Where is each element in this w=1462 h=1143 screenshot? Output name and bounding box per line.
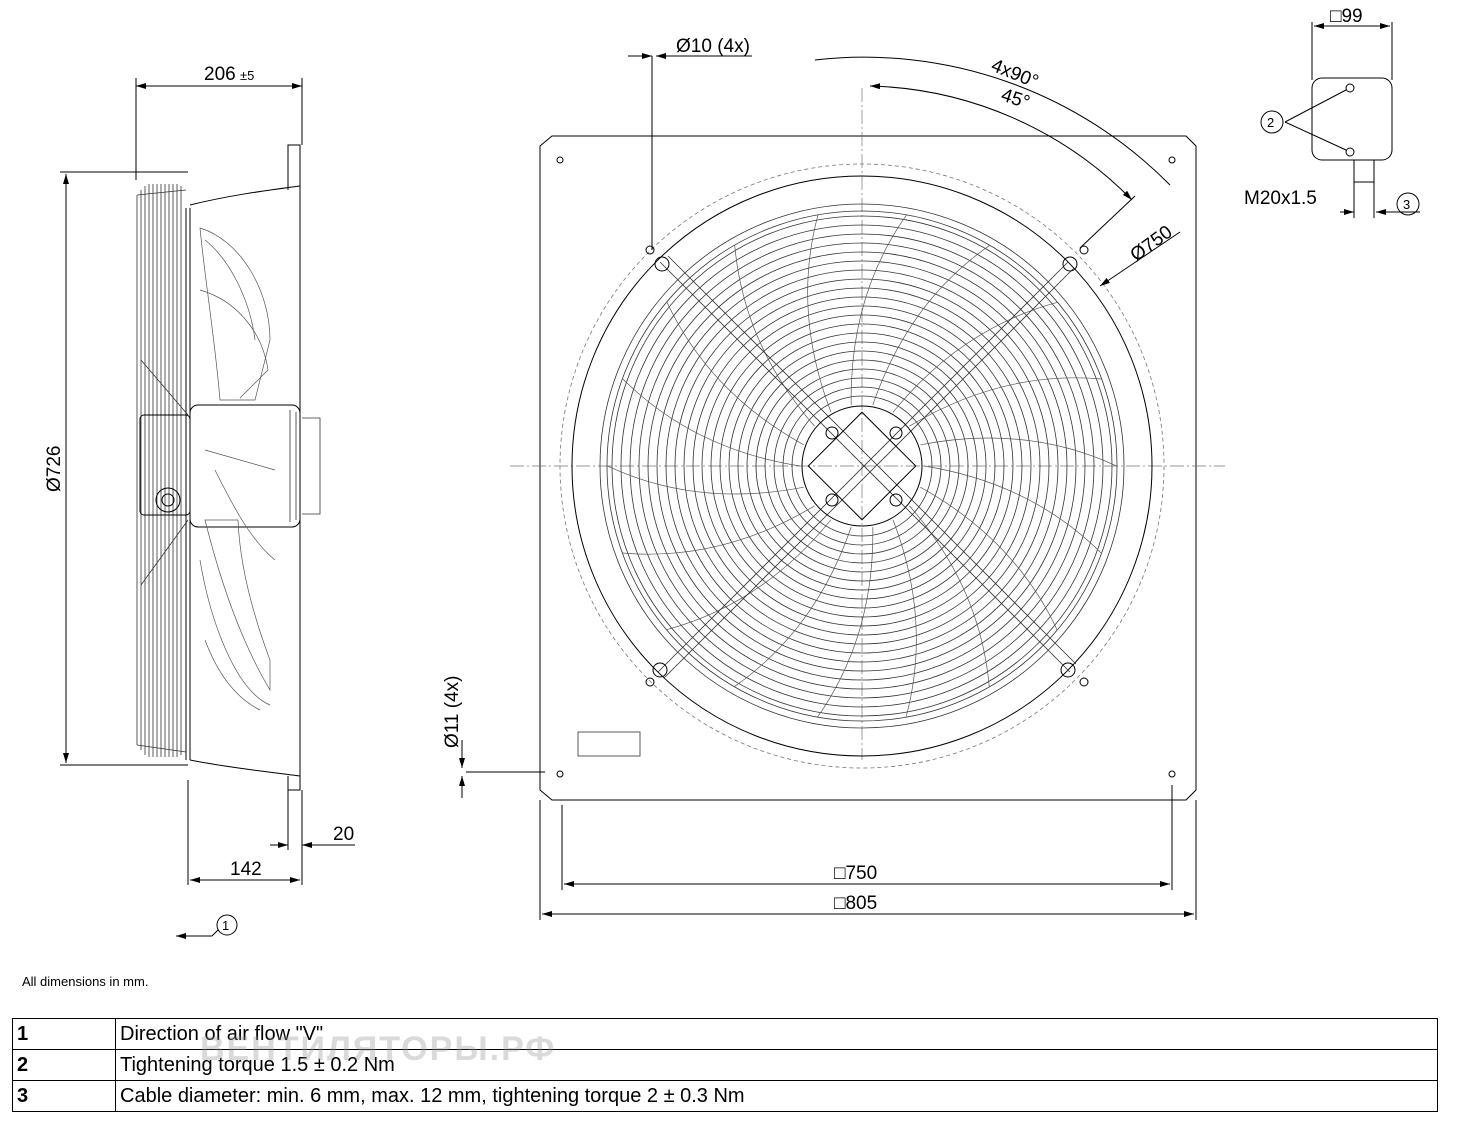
grille-ring — [728, 332, 996, 600]
legend-text: Cable diameter: min. 6 mm, max. 12 mm, t… — [115, 1080, 1438, 1112]
dim-box-99: □99 — [1330, 6, 1363, 27]
grille-spoke — [622, 505, 815, 555]
grille-ring — [611, 215, 1113, 717]
grille-ring — [674, 278, 1050, 654]
grille-spoke — [666, 301, 804, 446]
grille-ring — [683, 287, 1041, 645]
dim-depth-142: 142 — [230, 859, 262, 880]
dim-hole-11: Ø11 (4x) — [442, 675, 463, 748]
callout-1: 1 — [222, 918, 229, 933]
units-note: All dimensions in mm. — [22, 974, 149, 989]
grille-spoke — [734, 526, 852, 687]
dim-square-750: □750 — [834, 863, 877, 884]
grille-ring — [791, 395, 933, 537]
grille-ring — [755, 359, 969, 573]
dim-outer-diameter: Ø726 — [44, 446, 65, 492]
legend-row: 2 Tightening torque 1.5 ± 0.2 Nm — [12, 1049, 1438, 1081]
legend-row: 1 Direction of air flow "V" — [12, 1018, 1438, 1050]
grille-ring — [638, 242, 1086, 690]
grille-ring — [764, 368, 960, 564]
legend-text: Tightening torque 1.5 ± 0.2 Nm — [115, 1049, 1438, 1081]
technical-drawing: 206 ±5 Ø726 — [44, 6, 1420, 939]
legend-table: 1 Direction of air flow "V" 2 Tightening… — [12, 1018, 1438, 1112]
grille-spoke — [807, 214, 832, 413]
legend-num: 3 — [12, 1080, 116, 1112]
grille-ring — [692, 296, 1032, 636]
legend-num: 2 — [12, 1049, 116, 1081]
grille-ring — [773, 377, 951, 555]
dim-gland-thread: M20x1.5 — [1244, 188, 1317, 209]
side-view: 206 ±5 Ø726 — [44, 64, 355, 939]
dim-hole-10: Ø10 (4x) — [676, 36, 750, 57]
grille-ring — [665, 269, 1059, 663]
dim-flange-20: 20 — [333, 824, 354, 845]
terminal-box-view: □99 2 3 M20x1.5 — [1244, 6, 1420, 218]
front-view: Ø10 (4x) Ø11 (4x) 4x90° 45° Ø750 □750 □8… — [442, 36, 1225, 920]
grille-ring — [629, 233, 1095, 699]
grille-ring — [647, 251, 1077, 681]
grille-ring — [656, 260, 1068, 672]
legend-text: Direction of air flow "V" — [115, 1018, 1438, 1050]
legend-row: 3 Cable diameter: min. 6 mm, max. 12 mm,… — [12, 1080, 1438, 1112]
dim-ring-diameter: Ø750 — [1127, 222, 1177, 266]
grille-ring — [701, 305, 1023, 627]
grille-ring — [710, 314, 1014, 618]
grille-spoke — [606, 465, 804, 495]
dim-depth-206: 206 — [204, 64, 236, 85]
grille-ring — [719, 323, 1005, 609]
grille-ring — [746, 350, 978, 582]
grille-spoke — [909, 377, 1102, 427]
dim-square-805: □805 — [834, 893, 877, 914]
grille-spoke — [666, 519, 832, 631]
grille-ring — [782, 386, 942, 546]
callout-2: 2 — [1267, 115, 1274, 130]
watermark-text: ВЕНТИЛЯТОРЫ.РФ — [200, 1030, 557, 1068]
grille-spoke — [892, 519, 917, 718]
grille-spoke — [817, 527, 874, 718]
grille-spoke — [850, 214, 907, 405]
grille-ring — [620, 224, 1104, 708]
grille-spoke — [909, 505, 990, 688]
callout-3: 3 — [1403, 197, 1410, 212]
legend-num: 1 — [12, 1018, 116, 1050]
grille-spoke — [872, 245, 990, 406]
grille-spoke — [622, 378, 801, 467]
grille-spoke — [892, 301, 1058, 413]
grille-spoke — [920, 437, 1118, 467]
grille-spoke — [920, 486, 1058, 631]
grille-spoke — [923, 465, 1102, 554]
grille-spoke — [734, 244, 815, 427]
grille-ring — [737, 341, 987, 591]
dim-depth-tolerance: ±5 — [240, 68, 254, 83]
